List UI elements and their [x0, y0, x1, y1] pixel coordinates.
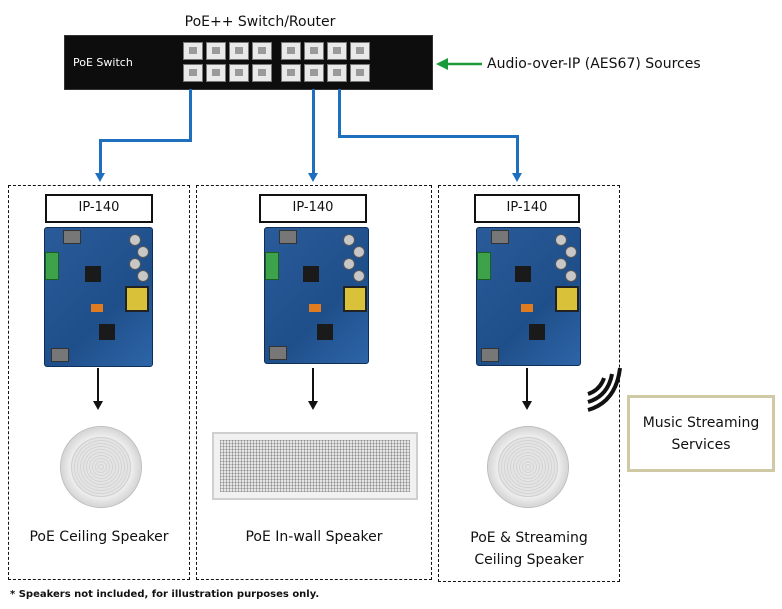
- unit-box-2: [196, 185, 432, 580]
- ethernet-port: [252, 64, 272, 82]
- streaming-line2: Services: [671, 436, 731, 453]
- output-arrow-icon: [93, 401, 103, 410]
- link-wire: [338, 135, 519, 138]
- ethernet-port: [252, 42, 272, 60]
- link-wire: [338, 89, 341, 137]
- output-arrow-icon: [308, 401, 318, 410]
- ethernet-port: [327, 64, 347, 82]
- ip140-board-image: [44, 227, 153, 367]
- link-wire: [516, 135, 519, 175]
- output-arrow-line: [312, 368, 314, 401]
- module-label: IP-140: [259, 194, 367, 223]
- ceiling-speaker-image: [60, 426, 142, 508]
- ethernet-port: [304, 42, 324, 60]
- speaker-label: PoE Ceiling Speaker: [29, 529, 169, 545]
- module-label: IP-140: [45, 194, 153, 223]
- link-wire: [99, 139, 192, 142]
- streaming-line1: Music Streaming: [642, 414, 760, 431]
- port-group-right: [281, 42, 370, 82]
- port-group-left: [183, 42, 272, 82]
- poe-switch: PoE Switch: [64, 35, 433, 90]
- ethernet-port: [350, 64, 370, 82]
- ip140-board-image: [264, 227, 369, 364]
- footnote: * Speakers not included, for illustratio…: [10, 589, 320, 600]
- link-wire: [99, 139, 102, 175]
- link-wire: [189, 89, 192, 141]
- ip140-board-image: [476, 227, 581, 366]
- switch-label: PoE Switch: [73, 56, 133, 69]
- module-label: IP-140: [474, 194, 580, 223]
- ethernet-port: [304, 64, 324, 82]
- output-arrow-line: [97, 368, 99, 401]
- unit-box-3: [438, 185, 620, 582]
- ethernet-port: [206, 64, 226, 82]
- ethernet-port: [229, 42, 249, 60]
- link-wire: [312, 89, 315, 175]
- ethernet-port: [206, 42, 226, 60]
- streaming-ceiling-speaker-image: [487, 426, 569, 508]
- ethernet-port: [183, 42, 203, 60]
- unit-box-1: [8, 185, 190, 580]
- ethernet-port: [229, 64, 249, 82]
- music-streaming-box: Music Streaming Services: [627, 395, 775, 472]
- speaker-label-line2: Ceiling Speaker: [474, 552, 584, 568]
- speaker-label: PoE In-wall Speaker: [245, 529, 383, 545]
- speaker-label-line1: PoE & Streaming: [470, 530, 588, 546]
- link-arrow-icon: [308, 173, 318, 182]
- ethernet-port: [350, 42, 370, 60]
- source-arrow-icon: [436, 58, 482, 70]
- sources-label: Audio-over-IP (AES67) Sources: [487, 56, 701, 72]
- ethernet-port: [327, 42, 347, 60]
- wireless-signal-icon: [587, 367, 622, 412]
- link-arrow-icon: [512, 173, 522, 182]
- in-wall-speaker-image: [212, 432, 418, 500]
- output-arrow-icon: [522, 401, 532, 410]
- link-arrow-icon: [95, 173, 105, 182]
- ethernet-port: [281, 42, 301, 60]
- switch-title: PoE++ Switch/Router: [184, 14, 336, 30]
- ethernet-port: [281, 64, 301, 82]
- ethernet-port: [183, 64, 203, 82]
- output-arrow-line: [526, 368, 528, 401]
